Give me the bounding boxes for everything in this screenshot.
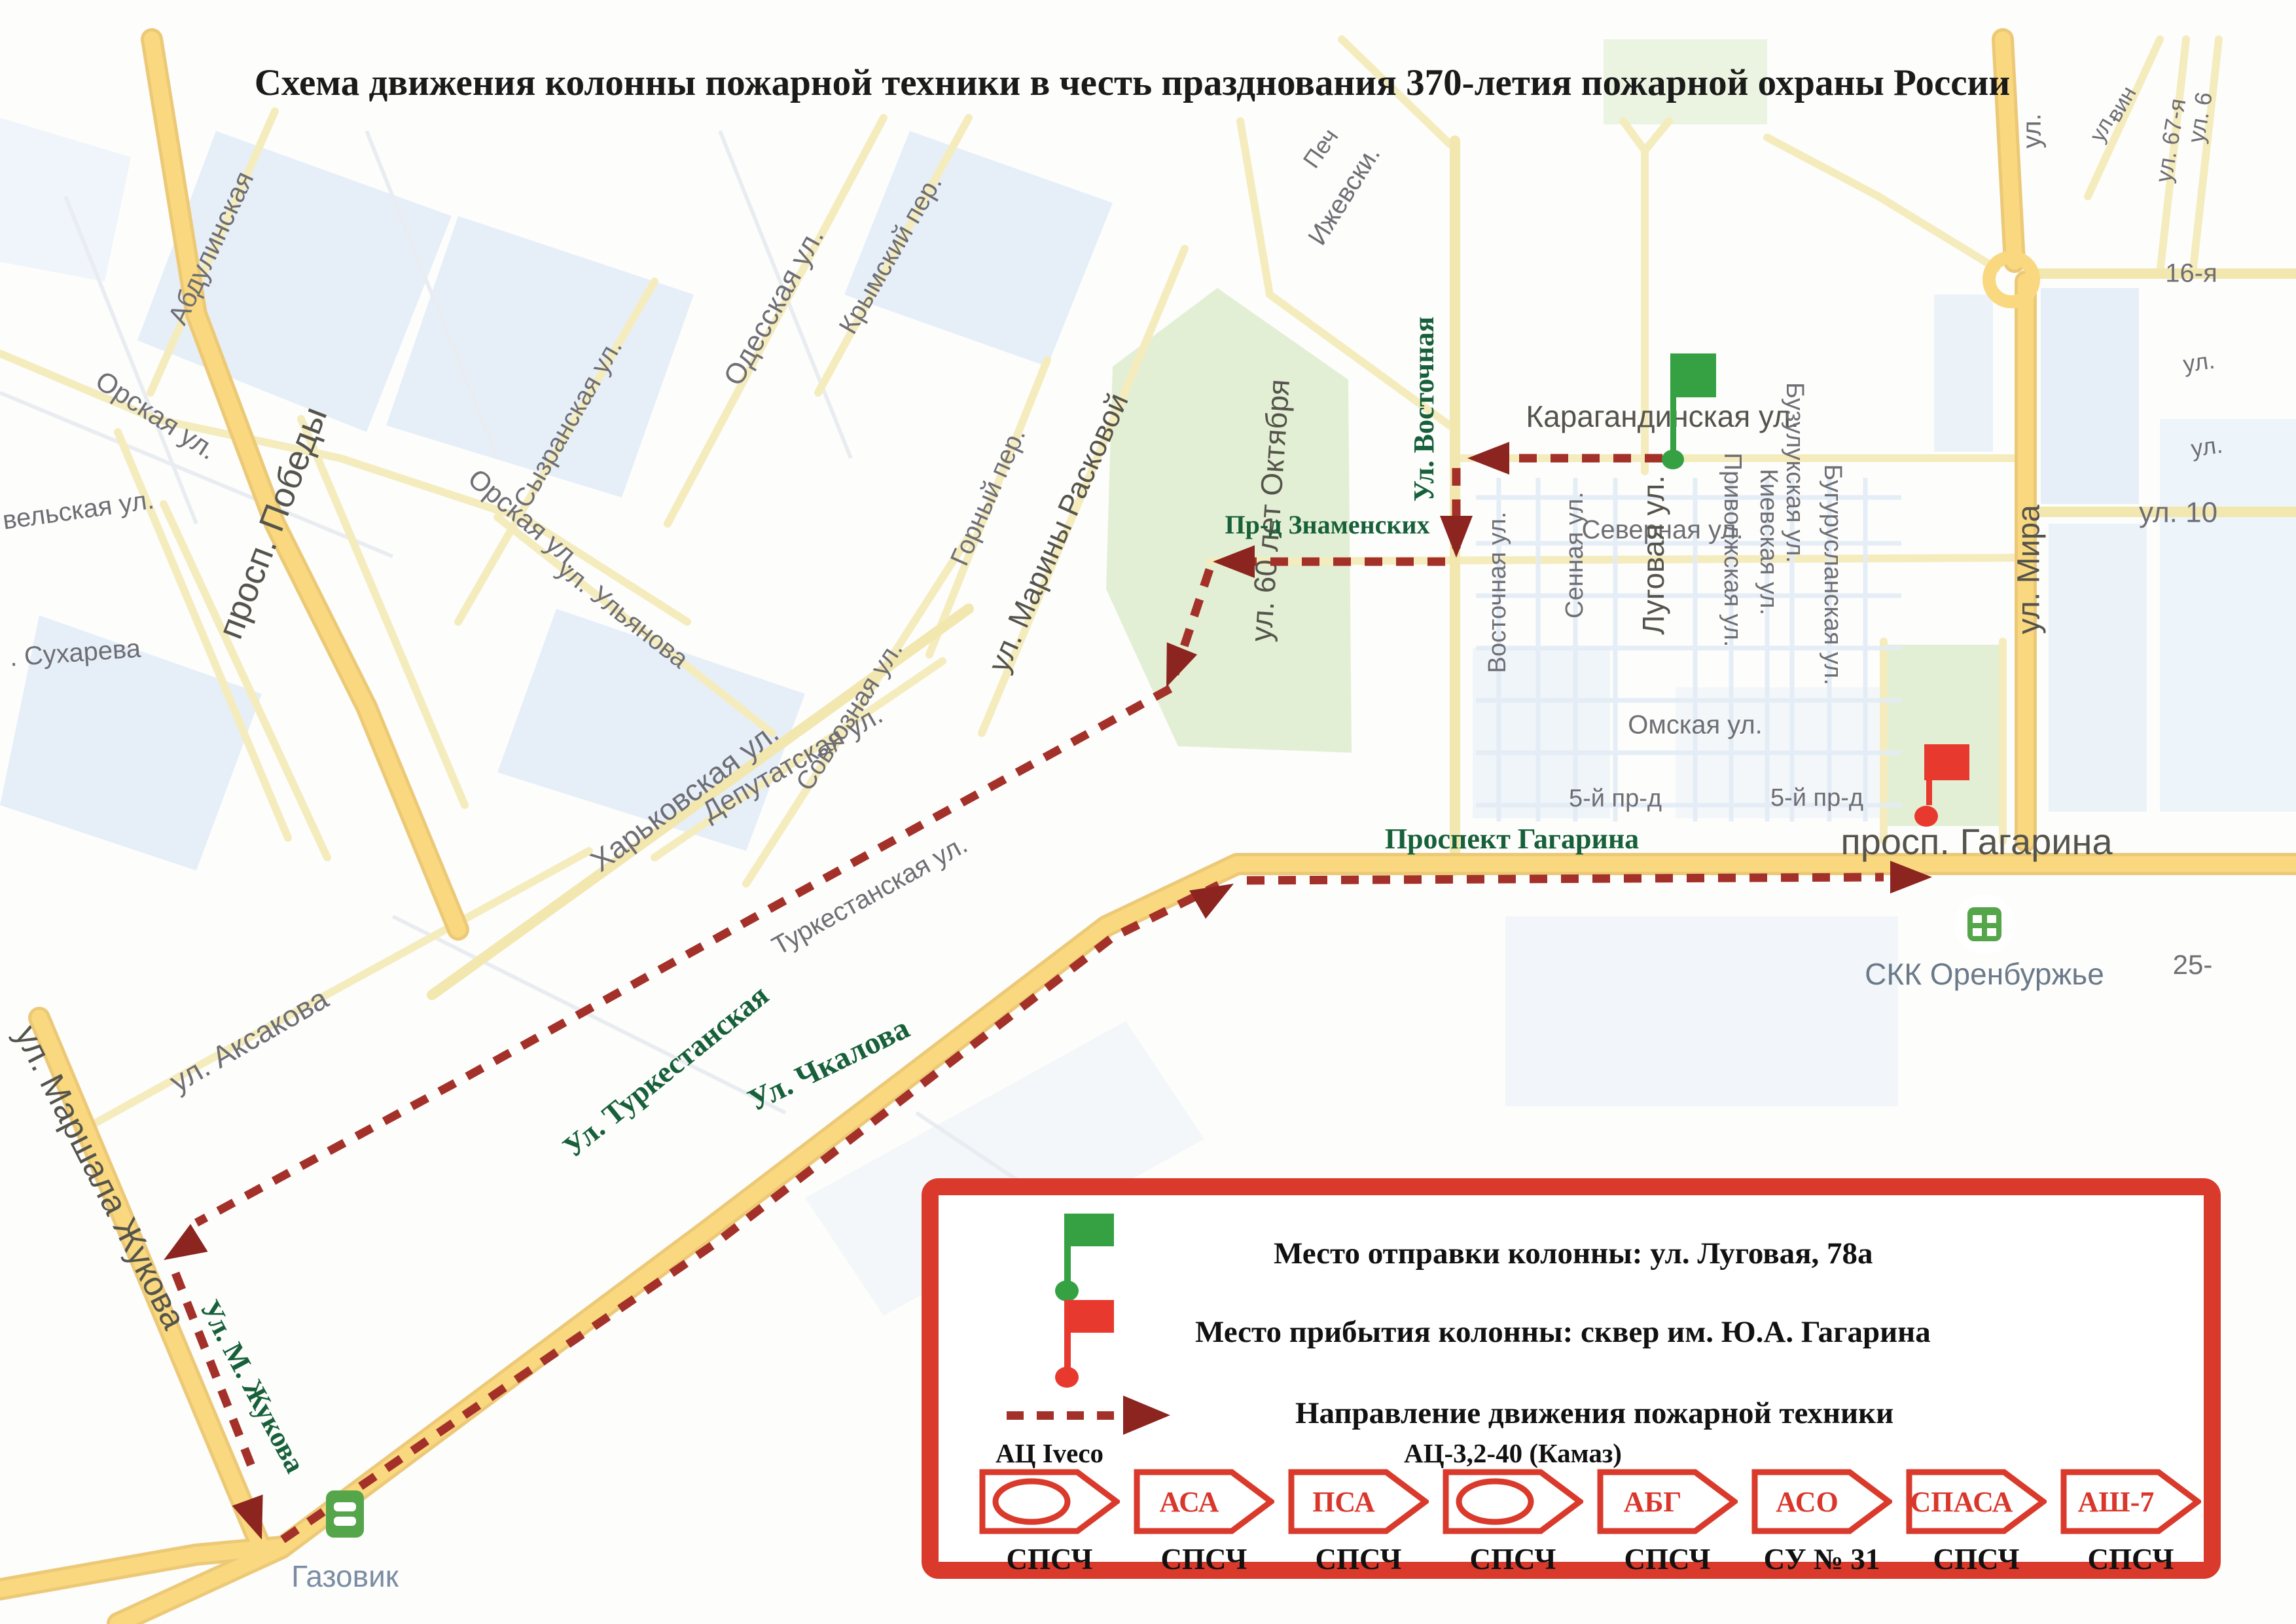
street-label: СКК Оренбуржье xyxy=(1865,957,2104,991)
street-label: Киевская ул. xyxy=(1755,469,1782,615)
vehicle-item: ПСА СПСЧ xyxy=(1288,1469,1431,1576)
vehicle-arrow-shape xyxy=(1288,1469,1431,1534)
street-label: Бугурусланская ул. xyxy=(1819,464,1846,685)
vehicle-unit-label: СПСЧ xyxy=(1933,1543,2020,1576)
street-label: ул. xyxy=(2189,431,2224,461)
parks xyxy=(1106,39,2001,826)
vehicle-unit-label: СУ № 31 xyxy=(1763,1543,1880,1576)
vehicle-item: АЦ-3,2-40 (Камаз) СПСЧ xyxy=(1404,1438,1622,1576)
route-segment xyxy=(1246,873,1884,885)
route-arrowhead xyxy=(1189,884,1234,919)
street-label: Омская ул. xyxy=(1628,711,1763,740)
vehicle-code: АСО xyxy=(1776,1485,1839,1518)
street-label: Приволжская ул. xyxy=(1719,453,1746,647)
legend-box: Место отправки колонны: ул. Луговая, 78а… xyxy=(922,1178,2221,1579)
street-label: Карагандинская ул. xyxy=(1526,399,1799,433)
vehicle-arrow-shape xyxy=(1597,1469,1740,1534)
route-street-annotation: Пр-д Знаменских xyxy=(1225,510,1430,539)
start-flag xyxy=(1662,353,1716,469)
vehicle-code: ПСА xyxy=(1312,1485,1375,1518)
vehicle-item: АБГ СПСЧ xyxy=(1597,1469,1740,1576)
route-arrowhead xyxy=(164,1223,208,1260)
street-label: ул. xyxy=(2018,113,2047,149)
district-grid xyxy=(1476,478,1901,821)
vehicle-code: СПАСА xyxy=(1910,1485,2013,1518)
city-blocks xyxy=(0,118,2296,1316)
legend-line-departure: Место отправки колонны: ул. Луговая, 78а xyxy=(1274,1236,1873,1271)
street-label: 5-й пр-д xyxy=(1770,784,1863,812)
route-street-annotation: Проспект Гагарина xyxy=(1385,823,1639,855)
route-arrowhead xyxy=(232,1494,263,1540)
street-label: Печ xyxy=(1298,124,1344,173)
vehicle-arrow-shape xyxy=(979,1469,1122,1534)
vehicle-code: АШ-7 xyxy=(2077,1485,2155,1518)
legend-line-arrival: Место прибытия колонны: сквер им. Ю.А. Г… xyxy=(1195,1315,1931,1349)
street-label: Восточная ул. xyxy=(1484,512,1511,674)
vehicle-item: АСА СПСЧ xyxy=(1134,1469,1276,1576)
street-label: Горный пер. xyxy=(945,424,1031,569)
street-label: ул. xyxy=(2181,346,2216,377)
vehicle-model-label: АЦ-3,2-40 (Камаз) xyxy=(1404,1438,1622,1468)
legend-route-arrow-icon xyxy=(1123,1396,1170,1435)
vehicle-unit-label: СПСЧ xyxy=(1624,1543,1711,1576)
legend-line-direction: Направление движения пожарной техники xyxy=(1295,1396,1894,1430)
street-label: Газовик xyxy=(291,1559,399,1593)
legend-start-flag-icon xyxy=(1055,1214,1121,1318)
vehicle-arrow-shape xyxy=(1751,1469,1894,1534)
vehicle-item: АСО СУ № 31 xyxy=(1751,1469,1894,1576)
street-label: ул. 10 xyxy=(2139,497,2217,529)
page-title: Схема движения колонны пожарной техники … xyxy=(254,62,2011,103)
vehicle-code: АСА xyxy=(1159,1485,1219,1518)
route-arrowhead xyxy=(1467,442,1509,475)
street-label: ул. Маршала Жукова xyxy=(7,1019,193,1335)
street-label: вельская ул. xyxy=(1,486,156,535)
route-segment xyxy=(171,1271,257,1470)
vehicle-arrow-shape xyxy=(1906,1469,2049,1534)
route-arrowhead xyxy=(1166,642,1198,687)
street-label: 5-й пр-д xyxy=(1569,785,1662,812)
street-label: 16-я xyxy=(2165,259,2217,288)
vehicle-unit-label: СПСЧ xyxy=(1160,1543,1247,1576)
route-segment xyxy=(280,881,1221,1543)
street-label: ул. Аксакова xyxy=(164,981,334,1098)
route-arrowhead xyxy=(1213,545,1255,578)
route-arrowhead xyxy=(1440,516,1473,558)
vehicle-arrow-shape xyxy=(1443,1469,1585,1534)
route-path xyxy=(164,442,1932,1543)
street-label: Бузулукская ул. xyxy=(1781,382,1808,563)
street-label: просп. Гагарина xyxy=(1840,821,2113,862)
roads xyxy=(0,28,2296,1624)
vehicle-code: АБГ xyxy=(1623,1485,1682,1518)
vehicle-unit-label: СПСЧ xyxy=(1315,1543,1402,1576)
legend-end-flag-icon xyxy=(1055,1300,1121,1405)
vehicle-arrow-shape xyxy=(1134,1469,1276,1534)
vehicle-unit-label: СПСЧ xyxy=(1469,1543,1556,1576)
street-label: 25- xyxy=(2173,949,2213,980)
vehicle-item: СПАСА СПСЧ xyxy=(1906,1469,2049,1576)
street-label: Сенная ул. xyxy=(1561,492,1588,619)
end-flag xyxy=(1914,744,1969,827)
route-arrowhead xyxy=(1890,861,1932,893)
route-segment xyxy=(194,685,1173,1227)
vehicle-unit-label: СПСЧ xyxy=(1006,1543,1093,1576)
vehicle-tank-icon xyxy=(992,1478,1071,1525)
legend-route-dash-icon xyxy=(1007,1411,1124,1420)
street-label: Луговая ул. xyxy=(1636,475,1670,635)
stadium-icon xyxy=(326,1490,364,1538)
roundabout xyxy=(1982,251,2040,308)
vehicle-tank-icon xyxy=(1456,1478,1534,1525)
street-label: ул. Мира xyxy=(2012,505,2047,634)
skk-transport-icon xyxy=(1954,894,2015,954)
street-label: Северная ул. xyxy=(1581,516,1743,545)
vehicle-arrow-shape xyxy=(2060,1469,2203,1534)
vehicle-model-label: АЦ Iveco xyxy=(995,1438,1104,1468)
vehicle-unit-label: СПСЧ xyxy=(2087,1543,2174,1576)
route-street-annotation: Ул. Восточная xyxy=(1408,317,1440,502)
